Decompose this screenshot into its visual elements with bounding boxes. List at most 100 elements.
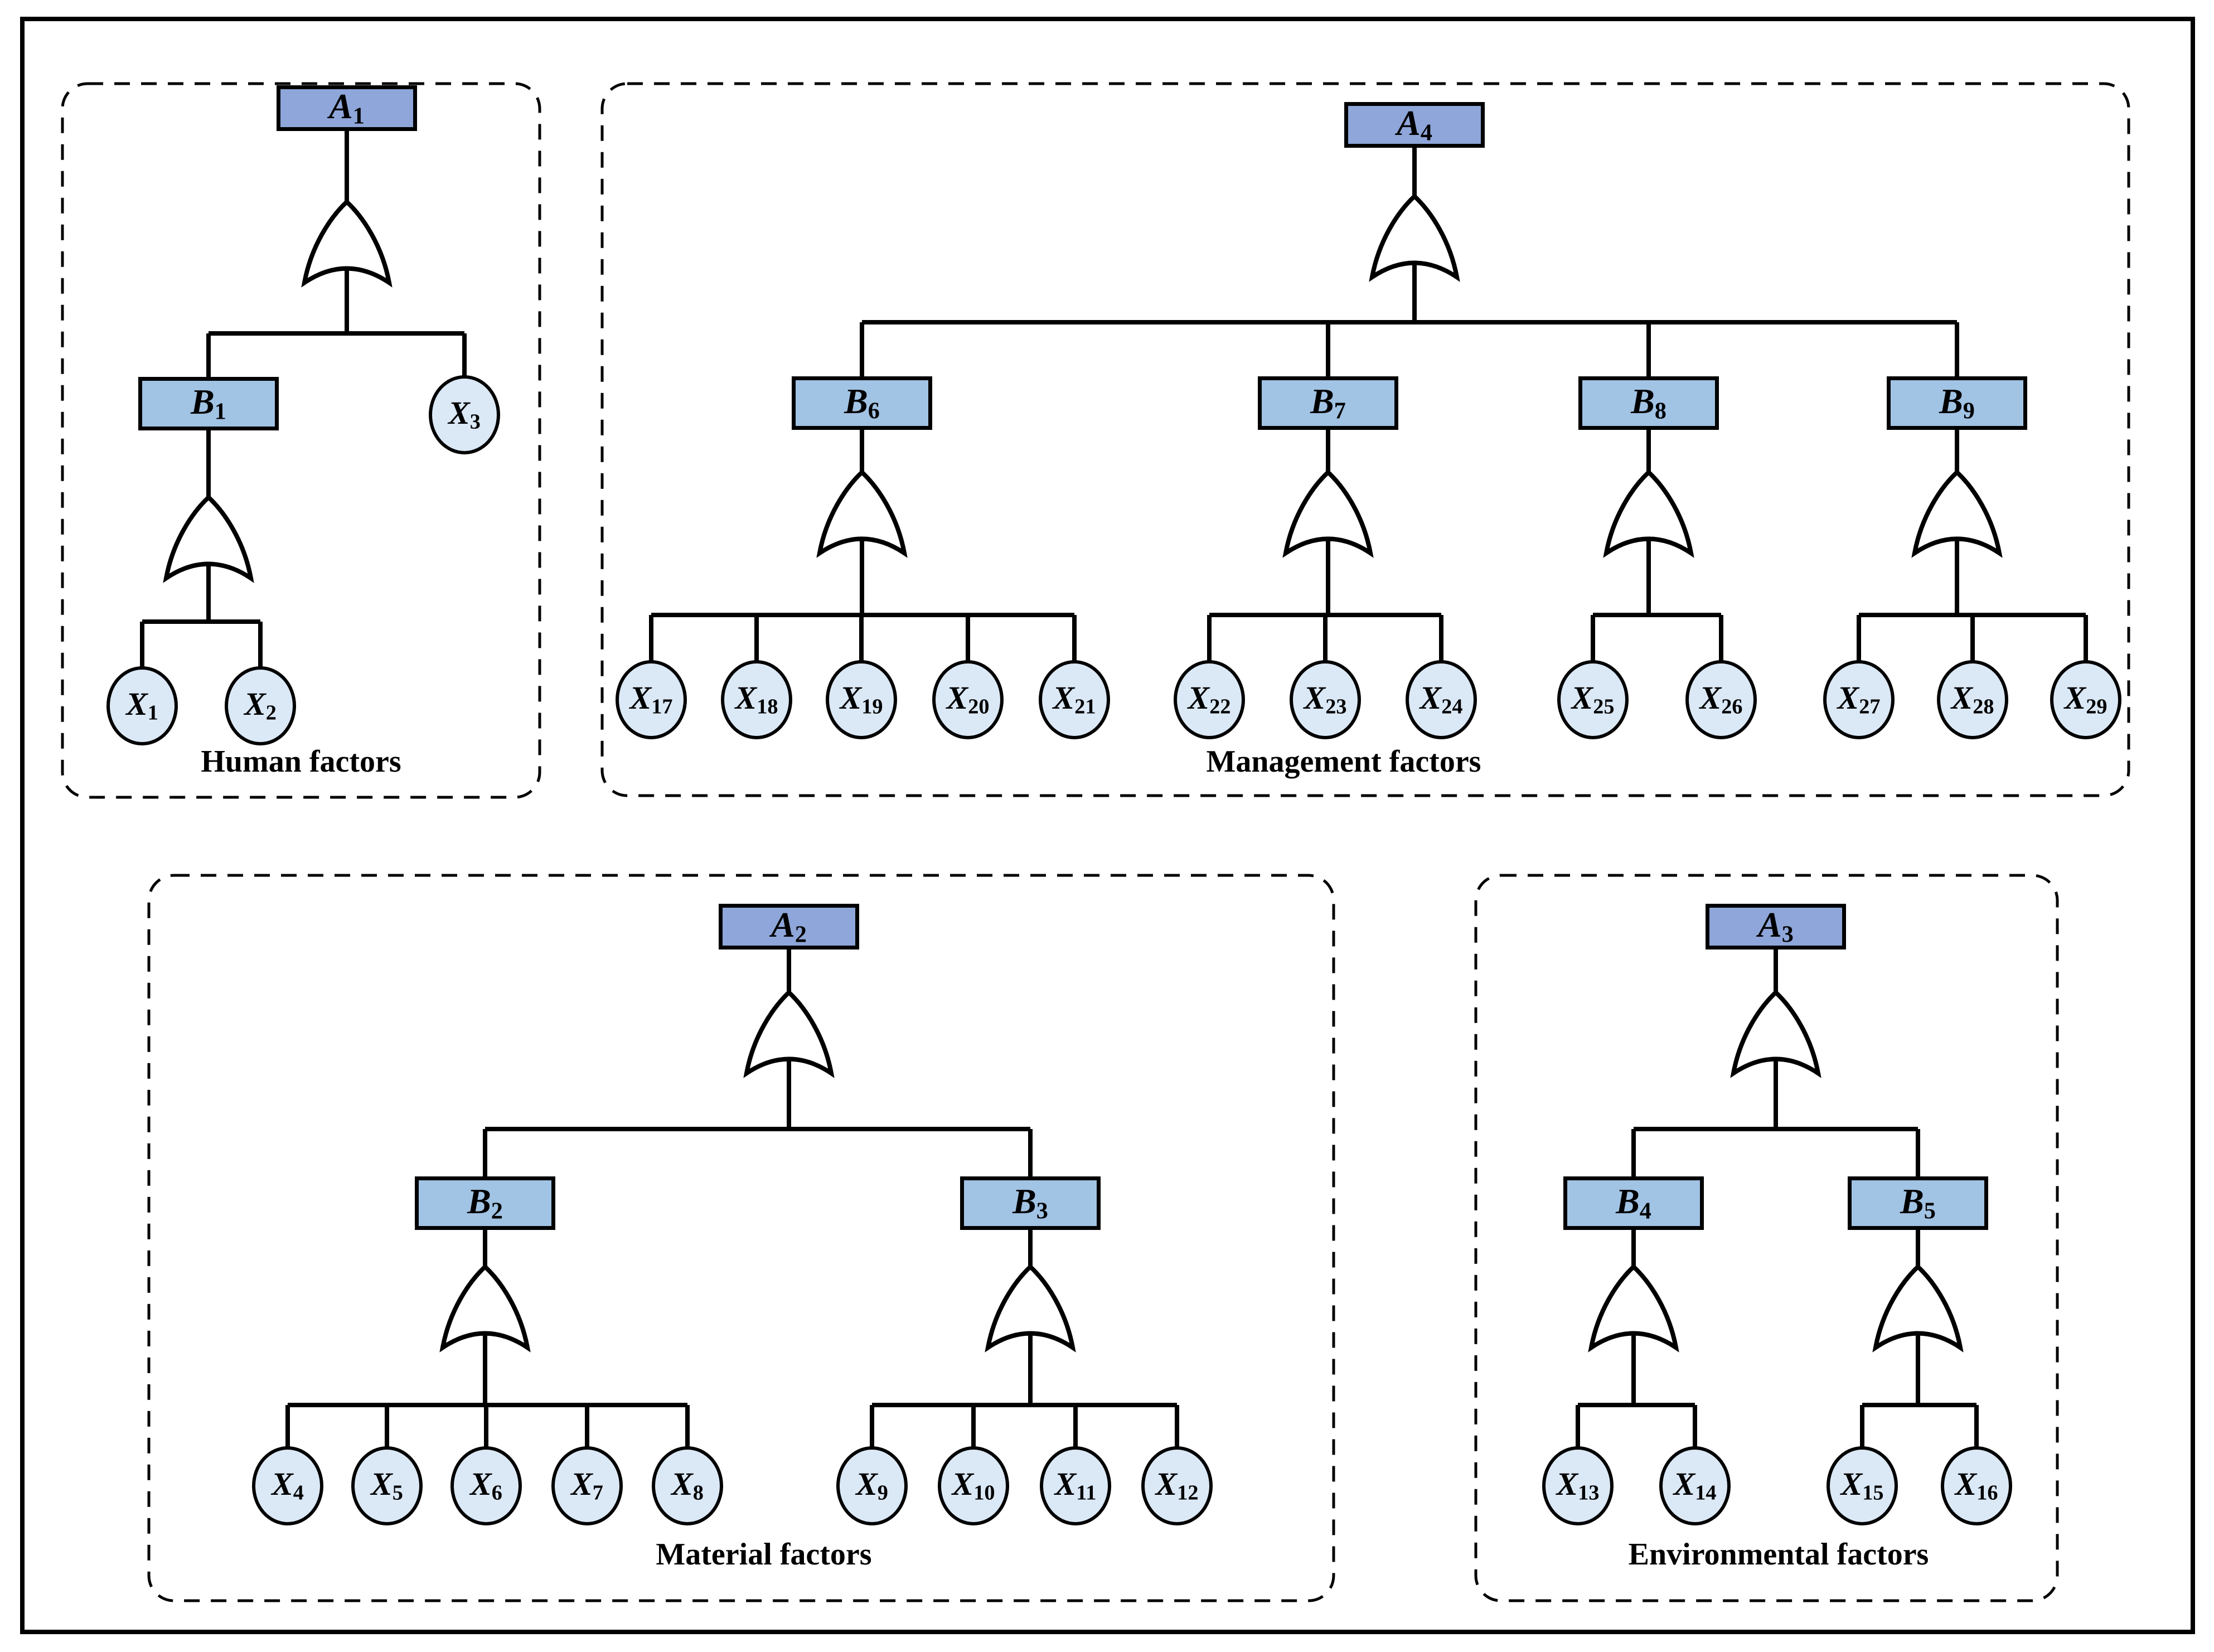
node-X5: X5	[351, 1446, 423, 1525]
node-label: X24	[1420, 680, 1463, 719]
node-label: X14	[1673, 1466, 1717, 1505]
node-label: B4	[1616, 1181, 1651, 1224]
node-X11: X11	[1040, 1446, 1111, 1525]
or-gate-icon	[304, 202, 389, 283]
node-label: B5	[1900, 1181, 1936, 1224]
environmental-connectors	[1576, 948, 1979, 1448]
node-label: X4	[272, 1466, 304, 1505]
node-B7: B7	[1258, 376, 1398, 430]
node-label: X22	[1188, 680, 1231, 719]
human-factors-boundary	[61, 82, 541, 799]
node-B5: B5	[1848, 1176, 1988, 1230]
node-label: X8	[671, 1466, 704, 1505]
node-B6: B6	[792, 376, 932, 430]
node-X24: X24	[1406, 660, 1477, 739]
node-label: X28	[1951, 680, 1994, 719]
node-X27: X27	[1823, 660, 1895, 739]
node-label: X17	[629, 680, 673, 719]
node-label: X7	[571, 1466, 603, 1505]
node-label: B6	[844, 381, 880, 424]
node-label: X12	[1155, 1466, 1199, 1505]
node-label: X9	[856, 1466, 888, 1505]
node-X9: X9	[836, 1446, 908, 1525]
node-label: X23	[1304, 680, 1347, 719]
node-X28: X28	[1937, 660, 2008, 739]
or-gate-icon	[1372, 196, 1457, 277]
or-gate-icon	[1591, 1267, 1676, 1348]
node-A4: A4	[1344, 102, 1485, 148]
node-A1: A1	[277, 85, 417, 131]
node-A2: A2	[719, 904, 859, 949]
human-connectors	[140, 131, 467, 668]
or-gate-icon	[443, 1267, 527, 1348]
material-connectors	[285, 948, 1179, 1448]
node-label: X26	[1699, 680, 1743, 719]
or-gate-icon	[1733, 992, 1818, 1073]
management-factors-boundary	[600, 82, 2130, 797]
node-label: X2	[244, 686, 277, 725]
node-label: X13	[1556, 1466, 1600, 1505]
node-X4: X4	[252, 1446, 323, 1525]
node-label: A1	[329, 86, 365, 129]
node-label: A3	[1758, 904, 1794, 948]
node-X25: X25	[1557, 660, 1629, 739]
node-label: B7	[1310, 381, 1346, 424]
node-label: A2	[771, 904, 807, 948]
node-X7: X7	[551, 1446, 623, 1525]
node-B8: B8	[1578, 376, 1719, 430]
node-B2: B2	[415, 1176, 555, 1230]
node-X23: X23	[1290, 660, 1361, 739]
section-label-environmental: Environmental factors	[1628, 1537, 1929, 1572]
or-gate-icon	[1915, 472, 1999, 553]
node-X14: X14	[1659, 1446, 1731, 1525]
node-label: B8	[1631, 381, 1666, 424]
node-B3: B3	[960, 1176, 1101, 1230]
node-X29: X29	[2050, 660, 2121, 739]
material-factors-boundary	[147, 874, 1335, 1602]
node-X22: X22	[1174, 660, 1245, 739]
node-X26: X26	[1685, 660, 1757, 739]
node-label: X27	[1837, 680, 1881, 719]
node-label: B2	[467, 1181, 503, 1224]
or-gate-icon	[1876, 1267, 1960, 1348]
node-label: B1	[191, 381, 226, 425]
node-X15: X15	[1827, 1446, 1898, 1525]
management-connectors	[649, 147, 2088, 662]
node-label: X10	[952, 1466, 995, 1505]
node-X12: X12	[1141, 1446, 1213, 1525]
node-label: B9	[1939, 381, 1975, 424]
node-label: X11	[1054, 1466, 1097, 1505]
node-label: B3	[1012, 1181, 1048, 1224]
node-B9: B9	[1887, 376, 2027, 430]
node-X19: X19	[826, 660, 897, 739]
section-label-human: Human factors	[201, 744, 401, 779]
node-X10: X10	[938, 1446, 1009, 1525]
node-X13: X13	[1542, 1446, 1614, 1525]
or-gate-icon	[1606, 472, 1691, 553]
node-X20: X20	[932, 660, 1004, 739]
node-X18: X18	[721, 660, 792, 739]
node-X2: X2	[225, 666, 296, 745]
or-gate-icon	[988, 1267, 1073, 1348]
section-label-material: Material factors	[656, 1537, 872, 1572]
node-label: X20	[946, 680, 990, 719]
or-gate-icon	[166, 497, 251, 578]
node-A3: A3	[1706, 904, 1846, 949]
node-X3: X3	[429, 375, 500, 454]
node-label: X6	[470, 1466, 502, 1505]
node-B1: B1	[138, 377, 279, 430]
or-gate-icon	[1286, 472, 1370, 553]
node-label: X21	[1053, 680, 1096, 719]
node-B4: B4	[1563, 1176, 1704, 1230]
node-X6: X6	[450, 1446, 522, 1525]
node-label: X29	[2064, 680, 2108, 719]
node-label: X1	[126, 686, 158, 725]
node-label: X15	[1840, 1466, 1884, 1505]
or-gate-icon	[747, 992, 831, 1073]
section-label-management: Management factors	[1206, 744, 1481, 779]
node-label: X5	[371, 1466, 403, 1505]
node-label: X18	[735, 680, 778, 719]
node-label: A4	[1397, 103, 1432, 146]
